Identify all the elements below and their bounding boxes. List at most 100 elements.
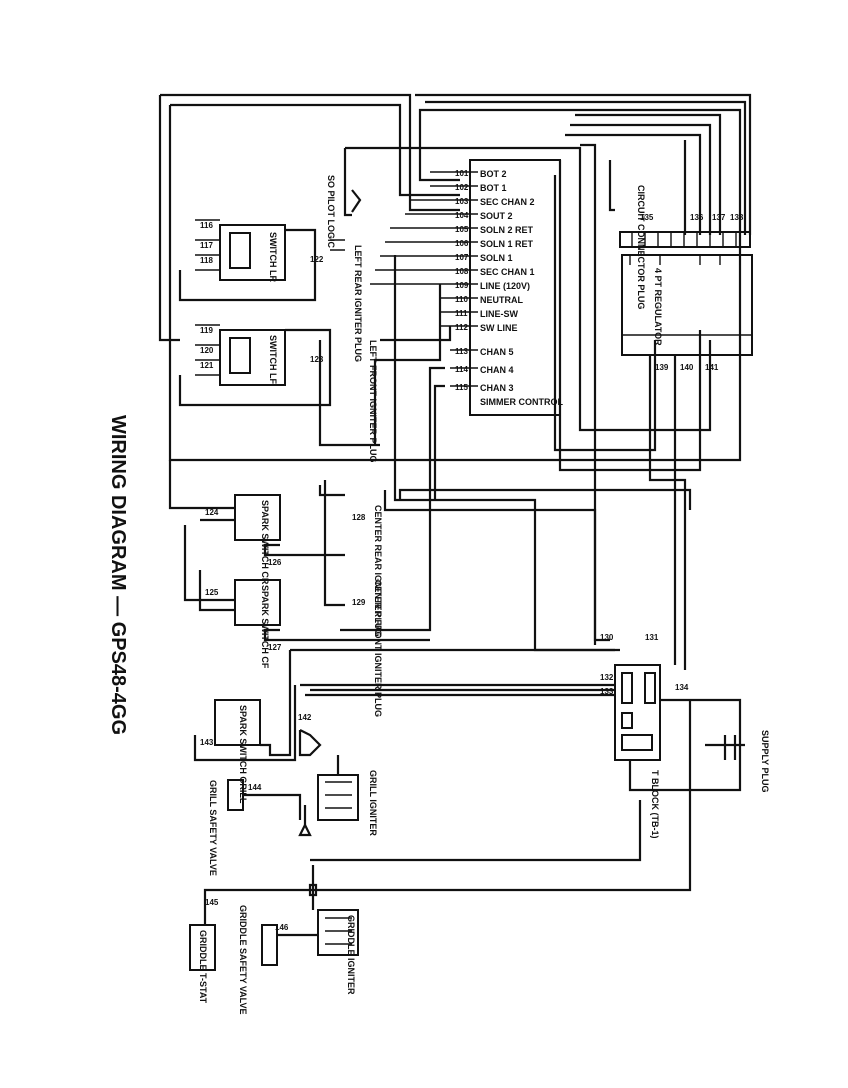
regulator-4pt: 4 PT REGULATOR bbox=[621, 254, 753, 356]
svg-text:123: 123 bbox=[310, 355, 324, 364]
diagram-title: WIRING DIAGRAM — GPS48-4GG bbox=[107, 415, 129, 735]
svg-text:121: 121 bbox=[200, 361, 214, 370]
svg-text:T BLOCK (TB-1): T BLOCK (TB-1) bbox=[650, 770, 660, 839]
center-front-igniter-plug: CENTER FRONT IGNITER PLUG bbox=[323, 480, 383, 717]
svg-text:129: 129 bbox=[352, 598, 366, 607]
svg-text:135: 135 bbox=[640, 213, 654, 222]
terminal-sec-chan-2: SEC CHAN 2 bbox=[480, 197, 535, 207]
svg-text:143: 143 bbox=[200, 738, 214, 747]
terminal-neutral: NEUTRAL bbox=[480, 295, 523, 305]
svg-text:142: 142 bbox=[298, 713, 312, 722]
svg-text:114: 114 bbox=[455, 365, 468, 374]
svg-text:SWITCH LF: SWITCH LF bbox=[268, 335, 278, 384]
terminal-chan-3: CHAN 3 bbox=[480, 383, 514, 393]
t-block: T BLOCK (TB-1) bbox=[290, 648, 742, 839]
pilot-logic: SO PILOT LOGIC bbox=[326, 175, 362, 249]
svg-text:137: 137 bbox=[712, 213, 726, 222]
svg-text:104: 104 bbox=[455, 211, 469, 220]
spark-switch-grill: SPARK SWITCH GRILL bbox=[193, 650, 297, 804]
svg-text:120: 120 bbox=[200, 346, 214, 355]
svg-text:108: 108 bbox=[455, 267, 469, 276]
svg-text:CIRCUIT CONNECTOR PLUG: CIRCUIT CONNECTOR PLUG bbox=[636, 185, 646, 309]
svg-text:111: 111 bbox=[455, 309, 468, 318]
grill-safety-valve: GRILL SAFETY VALVE bbox=[208, 779, 642, 876]
svg-text:103: 103 bbox=[455, 197, 469, 206]
svg-text:GRILL IGNITER: GRILL IGNITER bbox=[368, 770, 378, 836]
circuit-connector-plug: CIRCUIT CONNECTOR PLUG bbox=[619, 185, 751, 309]
left-front-igniter-plug: LEFT FRONT IGNITER PLUG bbox=[318, 340, 380, 463]
grill-igniter: GRILL IGNITER bbox=[298, 729, 378, 836]
terminal-chan-4: CHAN 4 bbox=[480, 365, 514, 375]
terminal-sec-chan-1: SEC CHAN 1 bbox=[480, 267, 535, 277]
svg-text:117: 117 bbox=[200, 241, 213, 250]
svg-text:128: 128 bbox=[352, 513, 366, 522]
terminal-soln-2-ret: SOLN 2 RET bbox=[480, 225, 534, 235]
svg-text:SPARK SWITCH CF: SPARK SWITCH CF bbox=[260, 585, 270, 669]
terminal-chan-5: CHAN 5 bbox=[480, 347, 514, 357]
spark-switch-cr: SPARK SWITCH CR bbox=[168, 460, 345, 585]
svg-text:127: 127 bbox=[268, 643, 282, 652]
svg-text:122: 122 bbox=[310, 255, 324, 264]
terminal-sout-2: SOUT 2 bbox=[480, 211, 513, 221]
griddle-igniter: GRIDDLE IGNITER bbox=[308, 865, 359, 995]
griddle-safety-valve: GRIDDLE SAFETY VALVE bbox=[238, 905, 318, 1015]
terminal-line-120v: LINE (120V) bbox=[480, 281, 530, 291]
wire-number-labels: 101 102 103 104 105 106 107 108 109 110 … bbox=[200, 169, 744, 932]
svg-text:116: 116 bbox=[200, 221, 213, 230]
svg-text:134: 134 bbox=[675, 683, 689, 692]
center-rear-igniter-plug: CENTER REAR IGNITER PLUG bbox=[318, 485, 383, 637]
svg-text:140: 140 bbox=[680, 363, 694, 372]
terminal-strip bbox=[469, 159, 561, 416]
svg-text:115: 115 bbox=[455, 383, 468, 392]
spark-switch-cf: SPARK SWITCH CF bbox=[183, 525, 430, 669]
svg-text:SPARK SWITCH GRILL: SPARK SWITCH GRILL bbox=[238, 705, 248, 804]
terminal-soln-1-ret: SOLN 1 RET bbox=[480, 239, 534, 249]
svg-text:125: 125 bbox=[205, 588, 219, 597]
svg-text:4 PT REGULATOR: 4 PT REGULATOR bbox=[653, 268, 663, 346]
svg-text:124: 124 bbox=[205, 508, 219, 517]
svg-text:119: 119 bbox=[200, 326, 213, 335]
svg-text:107: 107 bbox=[455, 253, 469, 262]
svg-text:131: 131 bbox=[645, 633, 659, 642]
svg-text:SPARK SWITCH CR: SPARK SWITCH CR bbox=[260, 500, 270, 585]
left-rear-igniter-plug: LEFT REAR IGNITER PLUG bbox=[330, 239, 363, 362]
svg-text:102: 102 bbox=[455, 183, 469, 192]
terminal-simmer-control: SIMMER CONTROL bbox=[480, 397, 563, 407]
svg-text:GRILL SAFETY VALVE: GRILL SAFETY VALVE bbox=[208, 780, 218, 876]
svg-text:146: 146 bbox=[275, 923, 289, 932]
svg-text:118: 118 bbox=[200, 256, 213, 265]
svg-text:130: 130 bbox=[600, 633, 614, 642]
terminal-line-sw: LINE-SW bbox=[480, 309, 519, 319]
terminal-strip-rows: BOT 2 BOT 1 SEC CHAN 2 SOUT 2 SOLN 2 RET… bbox=[480, 169, 563, 407]
svg-text:144: 144 bbox=[248, 783, 262, 792]
svg-text:139: 139 bbox=[655, 363, 669, 372]
supply-plug: SUPPLY PLUG bbox=[705, 730, 770, 793]
svg-text:133: 133 bbox=[600, 687, 614, 696]
svg-text:106: 106 bbox=[455, 239, 469, 248]
svg-text:LEFT REAR IGNITER PLUG: LEFT REAR IGNITER PLUG bbox=[353, 245, 363, 362]
svg-text:132: 132 bbox=[600, 673, 614, 682]
svg-text:112: 112 bbox=[455, 323, 468, 332]
svg-text:141: 141 bbox=[705, 363, 719, 372]
svg-text:105: 105 bbox=[455, 225, 469, 234]
svg-text:138: 138 bbox=[730, 213, 744, 222]
terminal-bot-1: BOT 1 bbox=[480, 183, 507, 193]
terminal-bot-2: BOT 2 bbox=[480, 169, 507, 179]
terminal-sw-line: SW LINE bbox=[480, 323, 518, 333]
terminal-soln-1: SOLN 1 bbox=[480, 253, 513, 263]
svg-text:SO PILOT LOGIC: SO PILOT LOGIC bbox=[326, 175, 336, 249]
svg-text:GRIDDLE T-STAT: GRIDDLE T-STAT bbox=[198, 930, 208, 1004]
svg-text:GRIDDLE IGNITER: GRIDDLE IGNITER bbox=[346, 915, 356, 995]
svg-text:109: 109 bbox=[455, 281, 469, 290]
svg-text:CENTER FRONT IGNITER PLUG: CENTER FRONT IGNITER PLUG bbox=[373, 580, 383, 717]
svg-text:101: 101 bbox=[455, 169, 469, 178]
svg-text:145: 145 bbox=[205, 898, 219, 907]
svg-text:126: 126 bbox=[268, 558, 282, 567]
svg-text:LEFT FRONT IGNITER PLUG: LEFT FRONT IGNITER PLUG bbox=[368, 340, 378, 463]
svg-text:110: 110 bbox=[455, 295, 468, 304]
svg-text:CENTER REAR IGNITER PLUG: CENTER REAR IGNITER PLUG bbox=[373, 505, 383, 637]
svg-text:136: 136 bbox=[690, 213, 704, 222]
griddle-t-stat: GRIDDLE T-STAT bbox=[189, 700, 692, 1004]
